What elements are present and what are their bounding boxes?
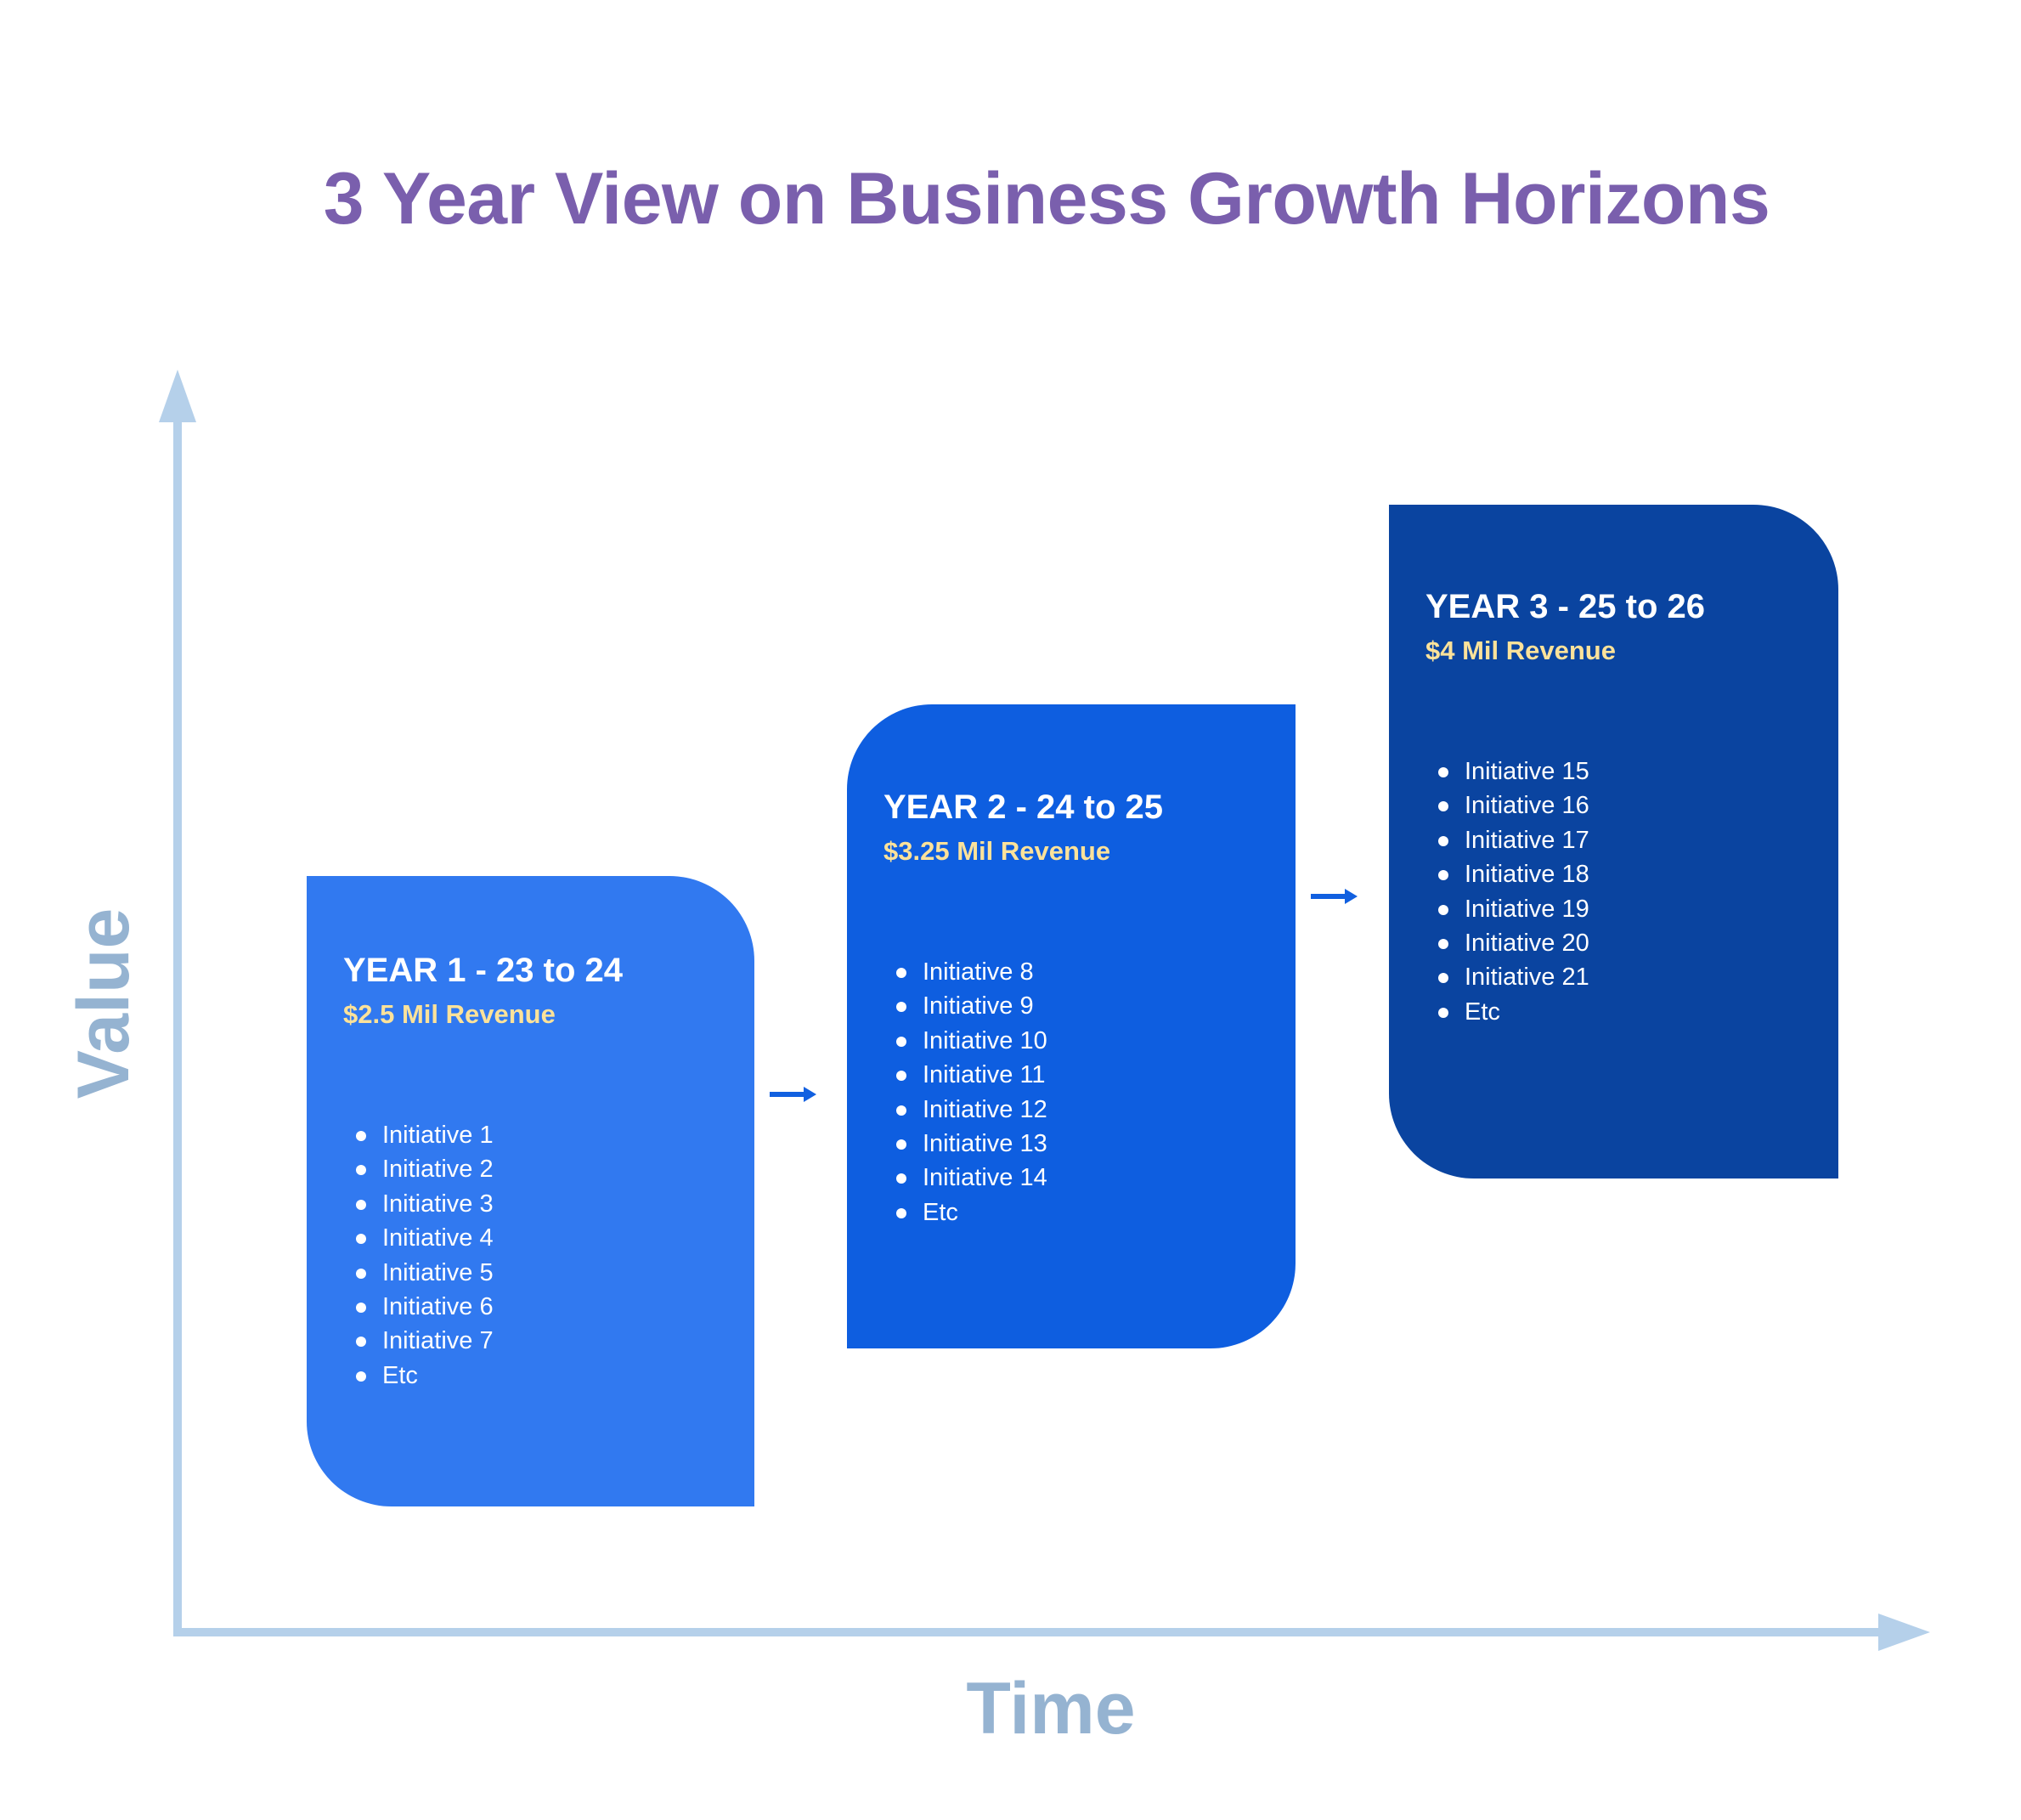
list-item: Initiative 4	[343, 1221, 494, 1255]
list-item: Initiative 21	[1425, 960, 1589, 994]
list-item: Initiative 18	[1425, 857, 1589, 891]
card-year-heading: YEAR 1 - 23 to 24	[343, 952, 624, 989]
list-item: Initiative 7	[343, 1324, 494, 1358]
list-item: Initiative 12	[883, 1093, 1047, 1127]
bullet-icon	[896, 968, 906, 978]
list-item: Initiative 17	[1425, 823, 1589, 857]
x-axis-arrowhead-icon	[1878, 1614, 1930, 1651]
bullet-icon	[356, 1337, 366, 1348]
list-item: Initiative 11	[883, 1058, 1047, 1092]
y-axis-arrowhead-icon	[159, 370, 196, 422]
x-axis	[173, 1614, 1930, 1651]
bullet-icon	[356, 1234, 366, 1245]
bullet-icon	[896, 1002, 906, 1013]
list-item: Initiative 5	[343, 1256, 494, 1290]
list-item: Initiative 14	[883, 1161, 1047, 1195]
bullet-icon	[1438, 801, 1448, 812]
card-year-heading: YEAR 2 - 24 to 25	[883, 788, 1164, 826]
list-item: Initiative 8	[883, 955, 1047, 989]
bullet-icon	[1438, 835, 1448, 846]
list-item: Initiative 1	[343, 1118, 494, 1152]
bullet-icon	[356, 1165, 366, 1176]
bullet-icon	[1438, 939, 1448, 950]
bullet-icon	[896, 1071, 906, 1082]
bullet-icon	[356, 1268, 366, 1279]
initiative-list: Initiative 1 Initiative 2 Initiative 3 I…	[343, 1118, 494, 1393]
list-item: Etc	[1425, 995, 1589, 1029]
list-item: Initiative 3	[343, 1187, 494, 1221]
list-item: Initiative 20	[1425, 926, 1589, 960]
list-item: Initiative 2	[343, 1152, 494, 1186]
list-item: Initiative 13	[883, 1127, 1047, 1161]
year-3-card: YEAR 3 - 25 to 26 $4 Mil Revenue Initiat…	[1389, 505, 1838, 1178]
bullet-icon	[1438, 973, 1448, 984]
right-arrow-icon	[770, 1087, 816, 1102]
year-1-card: YEAR 1 - 23 to 24 $2.5 Mil Revenue Initi…	[307, 876, 754, 1506]
card-revenue: $3.25 Mil Revenue	[883, 836, 1111, 866]
list-item: Initiative 6	[343, 1290, 494, 1324]
bullet-icon	[896, 1036, 906, 1047]
bullet-icon	[1438, 870, 1448, 881]
list-item: Initiative 16	[1425, 788, 1589, 822]
list-item: Initiative 15	[1425, 755, 1589, 788]
bullet-icon	[896, 1173, 906, 1184]
bullet-icon	[1438, 904, 1448, 915]
list-item: Initiative 19	[1425, 892, 1589, 926]
bullet-icon	[1438, 767, 1448, 777]
right-arrow-icon	[1311, 889, 1358, 904]
bullet-icon	[356, 1131, 366, 1141]
initiative-list: Initiative 8 Initiative 9 Initiative 10 …	[883, 955, 1047, 1229]
y-axis	[159, 370, 196, 1636]
card-revenue: $4 Mil Revenue	[1425, 636, 1616, 665]
bullet-icon	[896, 1139, 906, 1150]
bullet-icon	[896, 1105, 906, 1116]
card-year-heading: YEAR 3 - 25 to 26	[1425, 588, 1706, 625]
list-item: Etc	[343, 1359, 494, 1393]
y-axis-label: Value	[63, 907, 144, 1099]
list-item: Initiative 9	[883, 989, 1047, 1023]
page-title: 3 Year View on Business Growth Horizons	[323, 158, 1770, 240]
list-item: Etc	[883, 1195, 1047, 1229]
bullet-icon	[356, 1371, 366, 1382]
card-revenue: $2.5 Mil Revenue	[343, 999, 556, 1029]
bullet-icon	[356, 1199, 366, 1210]
bullet-icon	[1438, 1007, 1448, 1018]
bullet-icon	[896, 1207, 906, 1218]
bullet-icon	[356, 1303, 366, 1314]
year-2-card: YEAR 2 - 24 to 25 $3.25 Mil Revenue Init…	[847, 704, 1296, 1348]
list-item: Initiative 10	[883, 1024, 1047, 1058]
initiative-list: Initiative 15 Initiative 16 Initiative 1…	[1425, 755, 1589, 1029]
x-axis-label: Time	[966, 1668, 1136, 1749]
